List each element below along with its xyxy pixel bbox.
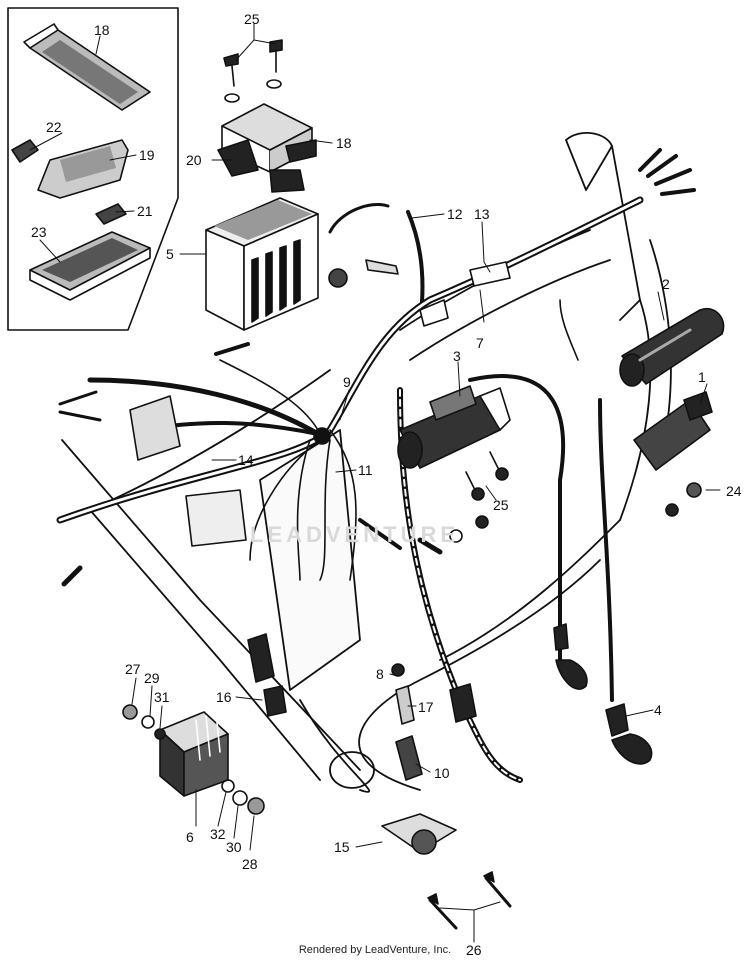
clip-part-2: [95, 203, 127, 225]
callout-17: 17: [418, 699, 434, 715]
footer-credit: Rendered by LeadVenture, Inc.: [298, 944, 452, 956]
battery-cable: [328, 203, 425, 304]
callout-10: 10: [434, 765, 450, 781]
callout-25-top: 25: [244, 11, 260, 27]
battery-bracket-part: [37, 139, 129, 199]
callout-1: 1: [698, 369, 706, 385]
callout-27: 27: [125, 661, 141, 677]
battery-strap-part: [23, 23, 151, 111]
relay-and-connectors: [58, 342, 250, 587]
callout-30: 30: [226, 839, 242, 855]
callout-4: 4: [654, 702, 662, 718]
connector-parts: [358, 518, 443, 781]
rectifier-part: [159, 711, 229, 797]
callout-29: 29: [144, 670, 160, 686]
wire-sleeve-part: [247, 633, 477, 723]
callout-22: 22: [46, 119, 62, 135]
neutral-switch-part: [381, 813, 457, 855]
callout-2: 2: [662, 276, 670, 292]
battery-part: [205, 197, 319, 331]
callout-23: 23: [31, 224, 47, 240]
callout-7: 7: [476, 335, 484, 351]
callout-15: 15: [334, 839, 350, 855]
callout-5: 5: [166, 246, 174, 262]
callout-18-regulator: 18: [336, 135, 352, 151]
callout-16: 16: [216, 689, 232, 705]
clip-part: [11, 139, 39, 163]
spark-plug-cap-part: [553, 623, 653, 765]
cdi-unit-part: [633, 391, 713, 471]
callout-6: 6: [186, 829, 194, 845]
callout-31: 31: [154, 689, 170, 705]
callout-19: 19: [139, 147, 155, 163]
callout-32: 32: [210, 826, 226, 842]
callout-14: 14: [238, 452, 254, 468]
regulator-bracket: [217, 103, 317, 193]
callout-13: 13: [474, 206, 490, 222]
bolt-pair-middle: [449, 451, 509, 543]
battery-tray-part: [29, 231, 151, 301]
callout-26: 26: [466, 942, 482, 958]
bolt-pair-right: [665, 482, 702, 517]
callout-18-inset: 18: [94, 22, 110, 38]
callout-24: 24: [726, 483, 742, 499]
callout-20: 20: [186, 152, 202, 168]
callout-11: 11: [358, 462, 373, 478]
callout-9: 9: [343, 374, 351, 390]
callout-12: 12: [447, 206, 463, 222]
callout-25-middle: 25: [493, 497, 509, 513]
callout-28: 28: [242, 856, 258, 872]
callout-8: 8: [376, 666, 384, 682]
callout-3: 3: [453, 348, 461, 364]
starter-motor-part: [397, 385, 511, 469]
bolt-pair: [223, 39, 283, 103]
callout-21: 21: [137, 203, 153, 219]
ignition-coil-part: [619, 307, 725, 387]
leader-lines: [29, 23, 721, 943]
washer-nut-set: [122, 704, 265, 815]
watermark: LEADVENTURE: [250, 522, 460, 547]
inset-panel-border: [7, 7, 179, 331]
screw-pair: [427, 871, 512, 930]
